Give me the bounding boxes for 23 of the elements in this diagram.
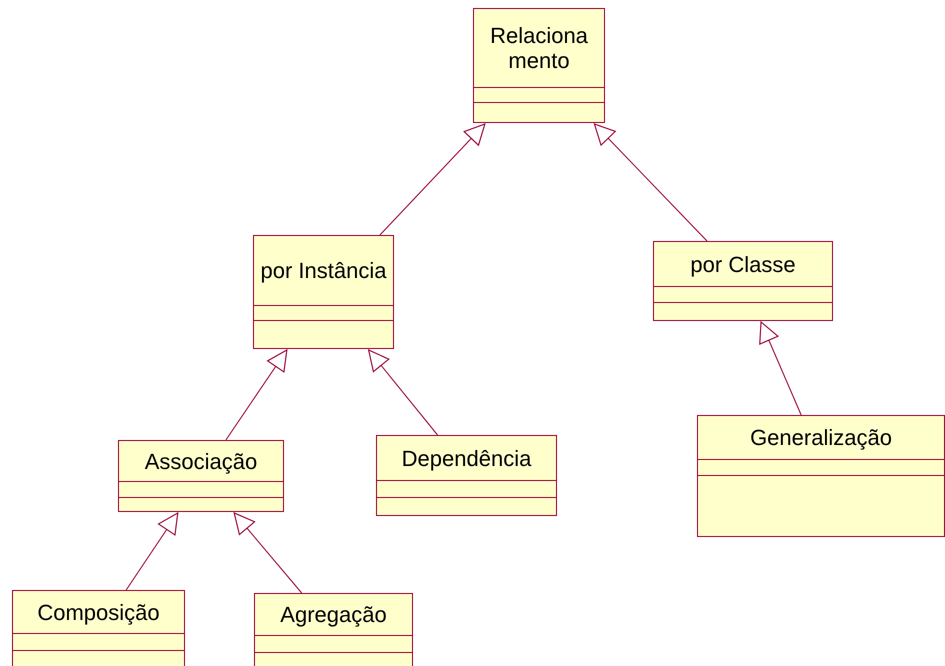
generalization-arrow (368, 349, 438, 436)
class-box (697, 415, 945, 537)
generalization-arrow (379, 123, 486, 236)
class-name: Dependência (402, 446, 532, 470)
generalization-arrow (759, 321, 802, 416)
class-box (653, 241, 833, 321)
generalization-arrow (225, 349, 288, 440)
generalization-arrow (126, 512, 178, 590)
generalization-arrow (234, 512, 302, 594)
class-name: Agregação (280, 602, 387, 627)
class-name: Composição (37, 600, 160, 624)
class-box (473, 8, 605, 123)
class-name: Generalização (750, 425, 892, 450)
generalization-arrow (594, 123, 708, 242)
class-box (254, 593, 413, 666)
class-box (12, 590, 185, 666)
class-name: Associação (144, 448, 258, 474)
class-name: por Classe (690, 252, 796, 276)
class-name: Relaciona mento (489, 23, 589, 73)
class-box (118, 440, 284, 512)
class-name: por Instância (260, 258, 386, 283)
class-box (376, 435, 557, 516)
class-box (253, 235, 394, 349)
